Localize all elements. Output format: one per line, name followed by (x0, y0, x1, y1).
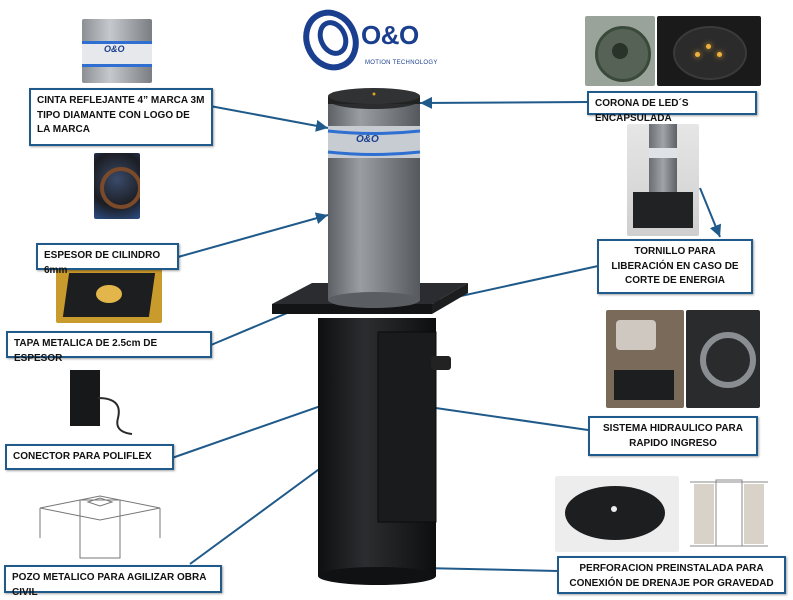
metal-cover-photo (56, 267, 162, 323)
hydraulic-photo-1 (606, 310, 684, 408)
callout-drain-perforation: PERFORACION PREINSTALADA PARA CONEXIÓN D… (557, 556, 786, 594)
led-crown-photo-1 (585, 16, 655, 86)
brand-name: O&O (361, 20, 419, 50)
cylinder-thickness-photo (94, 153, 140, 219)
brand-logo: O&O MOTION TECHNOLOGY (303, 8, 453, 74)
callout-release-screw: TORNILLO PARA LIBERACIÓN EN CASO DE CORT… (597, 239, 753, 294)
led-crown-photo-2 (657, 16, 761, 86)
callout-led-crown: CORONA DE LED´S ENCAPSULADA (587, 91, 757, 124)
drain-diagram (686, 476, 772, 552)
hydraulic-photo-2 (686, 310, 760, 408)
hydraulic-box (377, 331, 437, 523)
tape-logo: O&O (104, 44, 125, 54)
callout-cylinder-thickness: ESPESOR DE CILINDRO 6mm (36, 243, 179, 276)
callout-reflective-tape: CINTA REFLEJANTE 4” MARCA 3M TIPO DIAMAN… (29, 88, 213, 146)
brand-tagline: MOTION TECHNOLOGY (365, 60, 438, 66)
callout-metal-pit: POZO METALICO PARA AGILIZAR OBRA CIVIL (4, 565, 222, 598)
callout-hydraulic-system: SISTEMA HIDRAULICO PARA RAPIDO INGRESO (588, 416, 758, 456)
callout-polyflex-connector: CONECTOR PARA POLIFLEX (5, 444, 174, 470)
polyflex-pipe (431, 356, 451, 370)
brand-swirl-icon (303, 9, 359, 71)
band-logo: O&O (356, 134, 379, 145)
reflective-tape-photo: O&O (82, 19, 152, 83)
release-screw-photo (627, 124, 699, 236)
callout-metal-cover: TAPA METALICA DE 2.5cm DE ESPESOR (6, 331, 212, 364)
drain-plate-photo (555, 476, 679, 552)
metal-pit-sketch (30, 478, 170, 564)
polyflex-connector-photo (68, 368, 138, 438)
